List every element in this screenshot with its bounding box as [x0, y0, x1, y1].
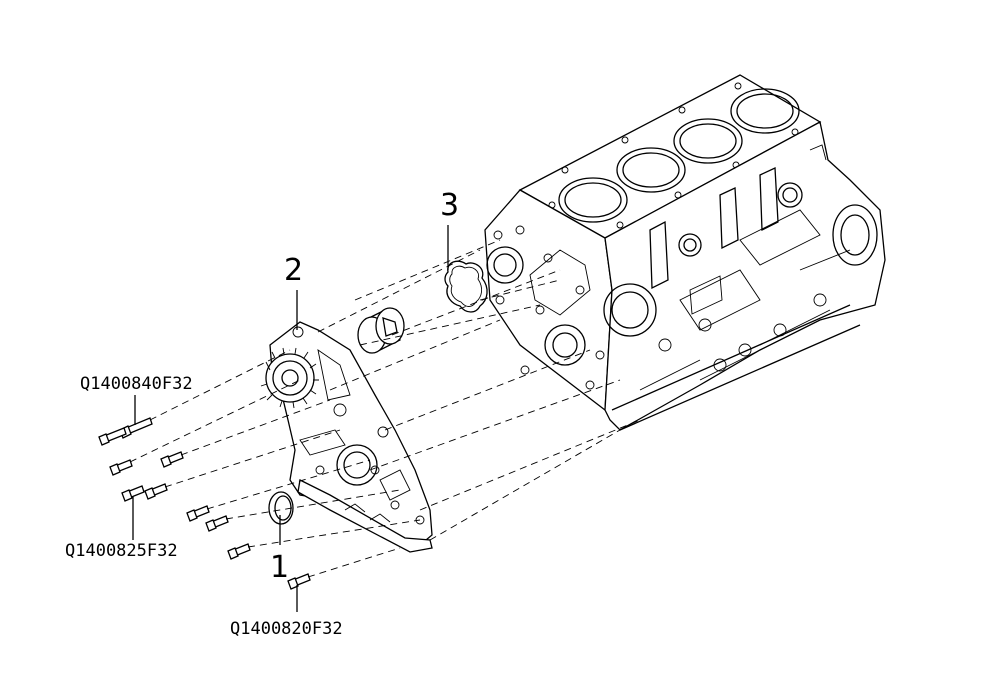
bolt-icon [98, 417, 311, 590]
leader-lines [132, 225, 449, 612]
callout-2: 2 [284, 253, 303, 288]
part-number-short-bolt: Q1400820F32 [230, 619, 343, 639]
part-number-long-bolt: Q1400840F32 [80, 374, 193, 394]
gasket-illustration [444, 260, 488, 313]
part-number-mid-bolt: Q1400825F32 [65, 541, 178, 561]
callout-3: 3 [440, 188, 459, 223]
assembly-lines [129, 239, 641, 578]
callout-1: 1 [270, 550, 289, 585]
oil-pump-illustration [260, 321, 433, 553]
engine-block-illustration [484, 74, 886, 431]
rotor-illustration [357, 307, 405, 354]
